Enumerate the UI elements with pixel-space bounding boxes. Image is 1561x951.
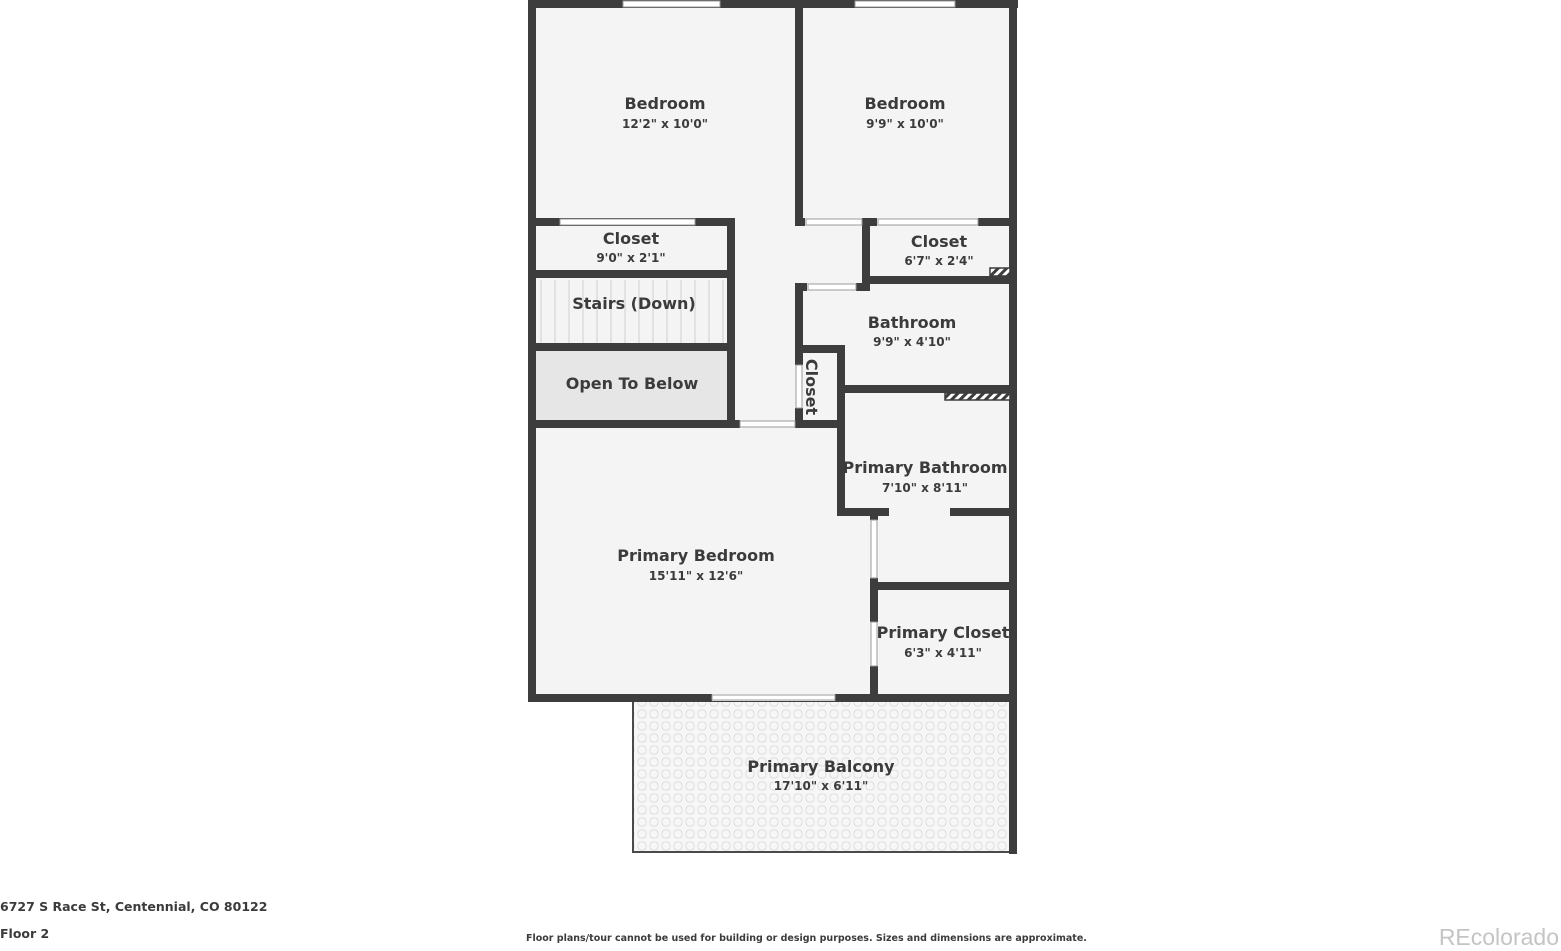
floor-label: Floor 2 [0,926,50,941]
property-address: 6727 S Race St, Centennial, CO 80122 [0,899,268,914]
bedroom-left-dims: 12'2" x 10'0" [622,117,708,131]
primary-bedroom-name: Primary Bedroom [617,546,775,565]
windows [559,0,979,701]
bedroom-left-name: Bedroom [624,94,705,113]
primary-bedroom-dims: 15'11" x 12'6" [649,569,743,583]
primary-balcony-dims: 17'10" x 6'11" [774,779,868,793]
stairs-name: Stairs (Down) [572,294,696,313]
closet-right-dims: 6'7" x 2'4" [904,254,973,268]
open-to-below-area [536,347,730,424]
closet-right-name: Closet [911,232,968,251]
primary-bathroom-name: Primary Bathroom [842,458,1007,477]
bedroom-right-dims: 9'9" x 10'0" [866,117,944,131]
hall-closet-name: Closet [802,359,821,416]
closet-left-name: Closet [603,229,660,248]
primary-closet-dims: 6'3" x 4'11" [904,646,982,660]
bathroom-dims: 9'9" x 4'10" [873,335,951,349]
bedroom-right-name: Bedroom [864,94,945,113]
closet-left-dims: 9'0" x 2'1" [596,251,665,265]
open-to-below-name: Open To Below [566,374,699,393]
stairs-treads [540,280,724,343]
primary-balcony-name: Primary Balcony [747,757,895,776]
bathroom-name: Bathroom [868,313,957,332]
brand-watermark: REcolorado [1438,924,1559,950]
primary-bathroom-dims: 7'10" x 8'11" [882,481,968,495]
disclaimer-text: Floor plans/tour cannot be used for buil… [526,933,1087,944]
balcony-tiles [632,697,1016,853]
primary-closet-name: Primary Closet [877,623,1010,642]
